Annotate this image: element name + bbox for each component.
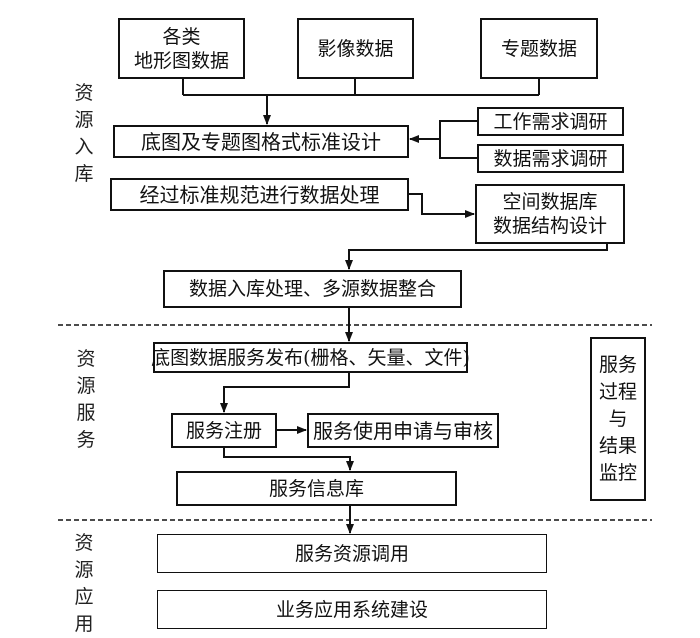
arrow-publish-to-register — [220, 372, 350, 413]
section-label-service: 资源服务 — [74, 346, 98, 454]
node-text: 经过标准规范进行数据处理 — [139, 182, 380, 207]
node-text: 结果 — [598, 434, 637, 457]
node-thematic-data: 专题数据 — [480, 18, 598, 79]
node-monitor: 服务 过程 与 结果 监控 — [590, 337, 646, 501]
section-label-text: 资源服务 — [76, 348, 96, 451]
node-text: 空间数据库 — [502, 191, 598, 213]
node-text: 各类 — [162, 25, 201, 48]
node-text: 数据入库处理、多源数据整合 — [188, 278, 436, 300]
section-label-text: 资源入库 — [74, 82, 94, 185]
node-text: 数据结构设计 — [492, 215, 607, 237]
section-label-text: 资源应用 — [74, 532, 94, 635]
arrow-processing-to-db — [408, 193, 475, 218]
node-text: 业务应用系统建设 — [275, 598, 428, 621]
node-db-structure: 空间数据库 数据结构设计 — [475, 184, 625, 244]
node-data-survey: 数据需求调研 — [477, 144, 624, 173]
node-text: 专题数据 — [500, 37, 577, 60]
node-ingest-integration: 数据入库处理、多源数据整合 — [163, 270, 462, 308]
section-label-ingest: 资源入库 — [72, 80, 96, 188]
node-text: 服务信息库 — [268, 477, 364, 500]
node-work-survey: 工作需求调研 — [477, 107, 624, 136]
arrow-register-to-infobase — [223, 447, 354, 471]
node-format-design: 底图及专题图格式标准设计 — [113, 125, 409, 158]
node-service-register: 服务注册 — [171, 413, 277, 448]
node-text: 服务使用申请与审核 — [313, 418, 493, 443]
node-text: 服务资源调用 — [294, 542, 409, 565]
node-text: 数据需求调研 — [493, 147, 608, 170]
node-text: 底图数据服务发布(栅格、矢量、文件) — [151, 346, 470, 369]
node-standard-processing: 经过标准规范进行数据处理 — [110, 178, 409, 211]
node-text: 影像数据 — [317, 37, 394, 60]
node-service-publish: 底图数据服务发布(栅格、矢量、文件) — [151, 342, 470, 373]
node-resource-invoke: 服务资源调用 — [157, 534, 547, 573]
node-business-system: 业务应用系统建设 — [157, 590, 547, 629]
node-text: 服务注册 — [185, 419, 262, 442]
node-service-infobase: 服务信息库 — [176, 471, 457, 506]
section-label-application: 资源应用 — [72, 530, 96, 638]
node-text: 底图及专题图格式标准设计 — [141, 129, 381, 154]
node-text: 工作需求调研 — [493, 110, 608, 133]
node-text: 地形图数据 — [133, 49, 229, 72]
node-text: 监控 — [598, 461, 637, 484]
node-topo-data: 各类 地形图数据 — [118, 18, 245, 79]
node-image-data: 影像数据 — [297, 18, 414, 79]
connector-work-survey — [439, 120, 477, 159]
node-text: 服务 — [598, 353, 637, 376]
node-service-apply: 服务使用申请与审核 — [307, 413, 499, 448]
node-text: 过程 — [598, 380, 637, 403]
node-text: 与 — [608, 407, 628, 430]
arrow-db-to-integration — [345, 243, 608, 270]
